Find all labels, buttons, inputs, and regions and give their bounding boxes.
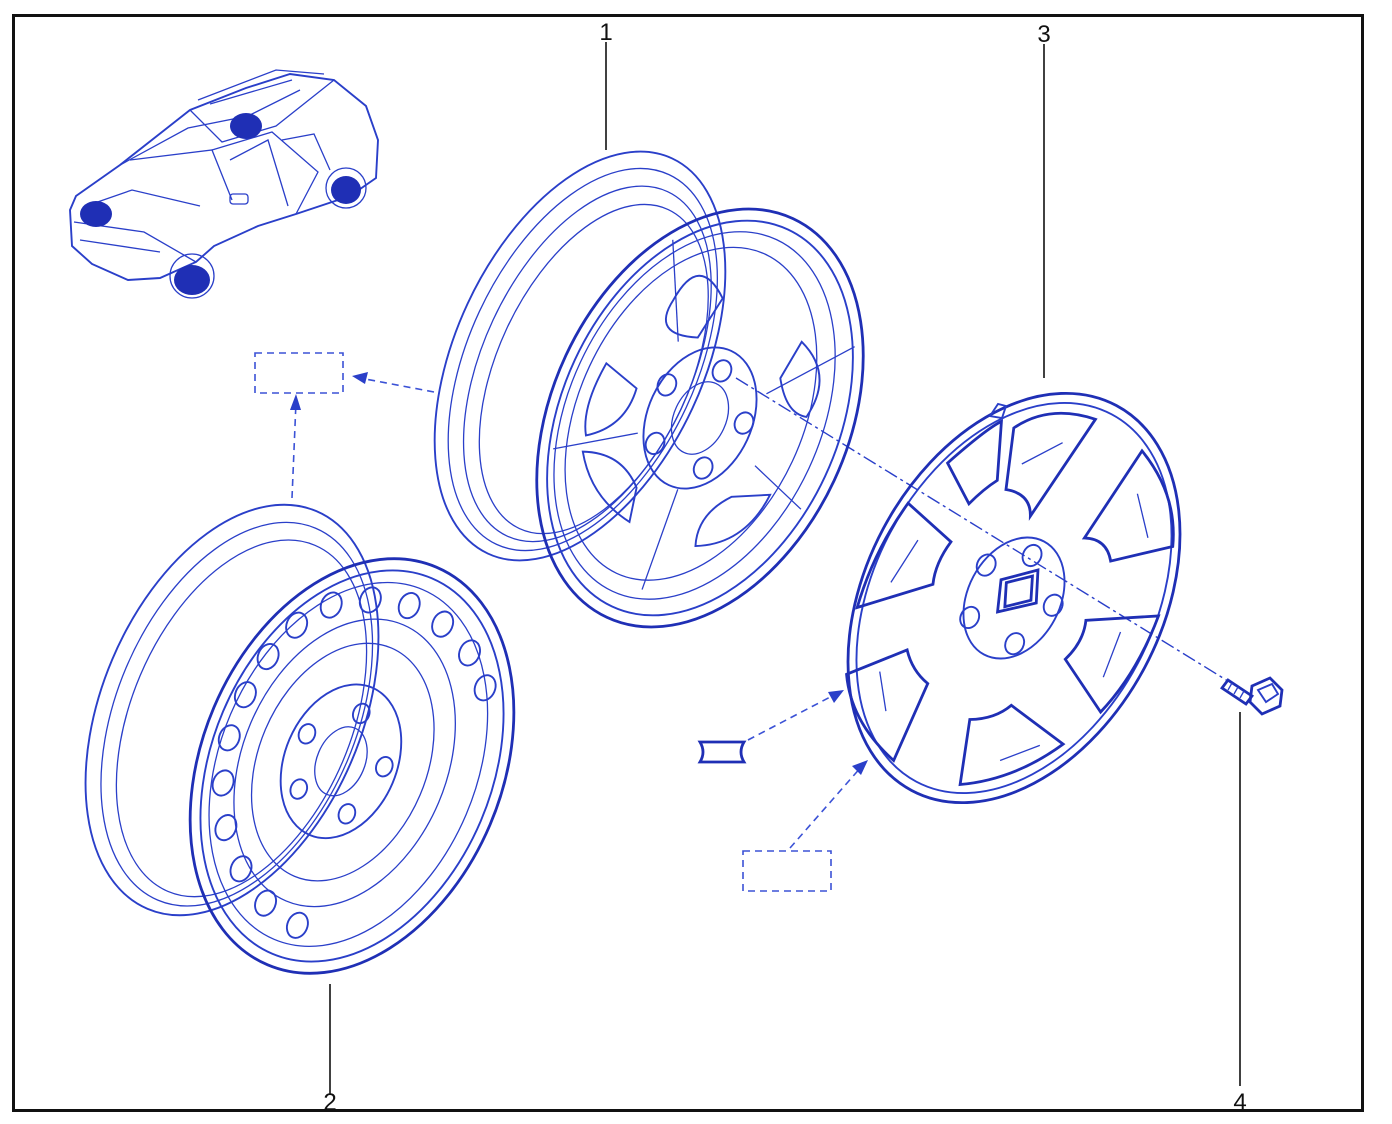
- wheel-bolt: [1219, 676, 1284, 716]
- callout-2: 2: [323, 1089, 336, 1116]
- alloy-wheel: [433, 150, 865, 629]
- leader-lines: [329, 42, 1241, 1094]
- diagram-frame: [12, 14, 1364, 1112]
- assembly-axis-line: [735, 377, 1237, 687]
- steel-wheel: [84, 503, 516, 975]
- callout-1: 1: [599, 19, 612, 46]
- reference-box-icon: [254, 352, 344, 394]
- wheel-trim: [845, 391, 1182, 805]
- vehicle-locator-icon: [69, 69, 379, 299]
- label-icon: [697, 740, 747, 764]
- reference-box-icon: [742, 850, 832, 892]
- callout-4: 4: [1233, 1089, 1246, 1116]
- callout-3: 3: [1037, 21, 1050, 48]
- connector-arrows: [290, 372, 868, 849]
